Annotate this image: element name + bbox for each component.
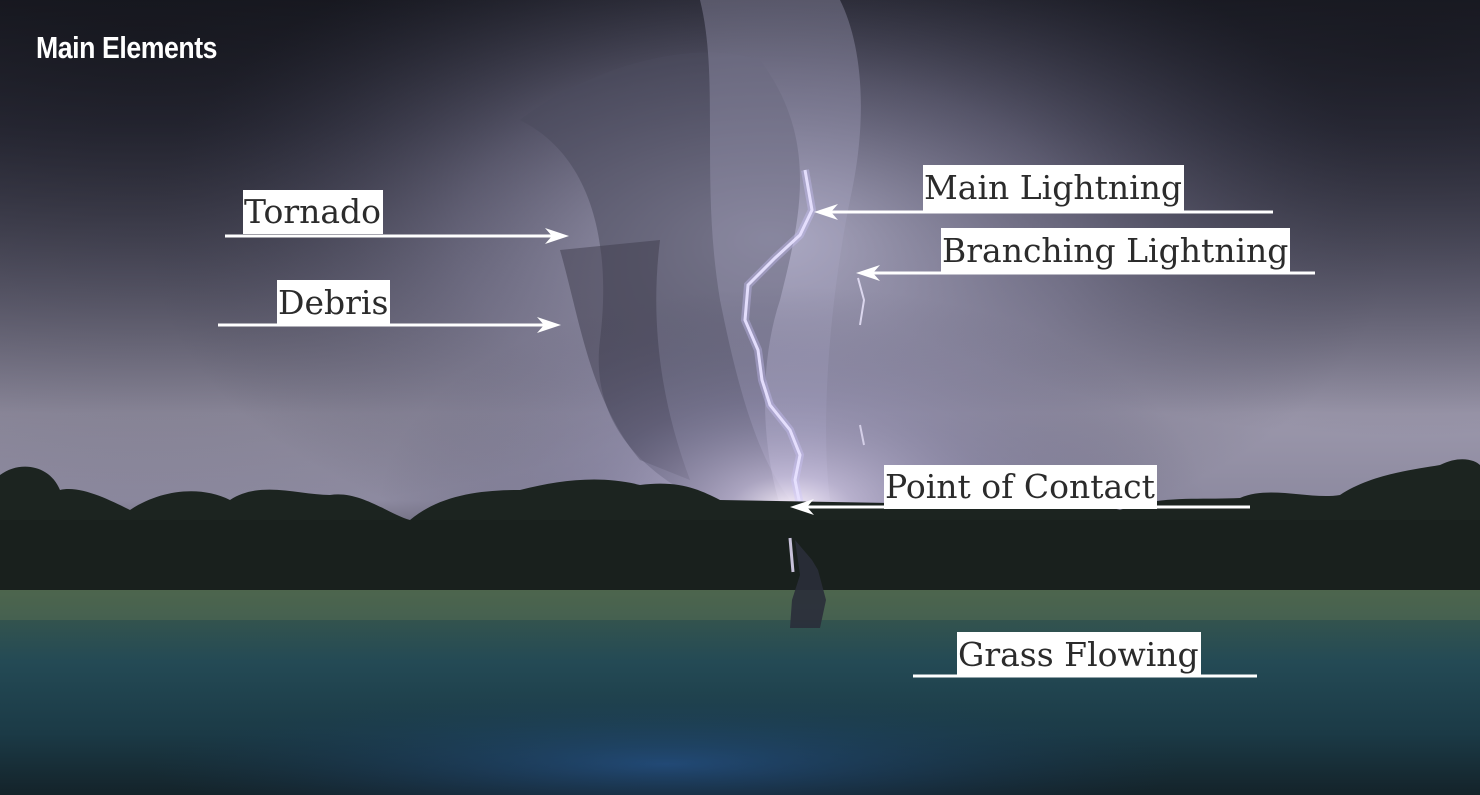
page-title: Main Elements: [36, 30, 218, 65]
label-debris: Debris: [277, 280, 391, 325]
label-main-lightning: Main Lightning: [923, 165, 1185, 211]
label-point-of-contact: Point of Contact: [884, 465, 1157, 509]
label-branching-lightning: Branching Lightning: [941, 228, 1291, 272]
label-grass-flowing: Grass Flowing: [957, 632, 1201, 677]
label-tornado: Tornado: [243, 190, 384, 234]
